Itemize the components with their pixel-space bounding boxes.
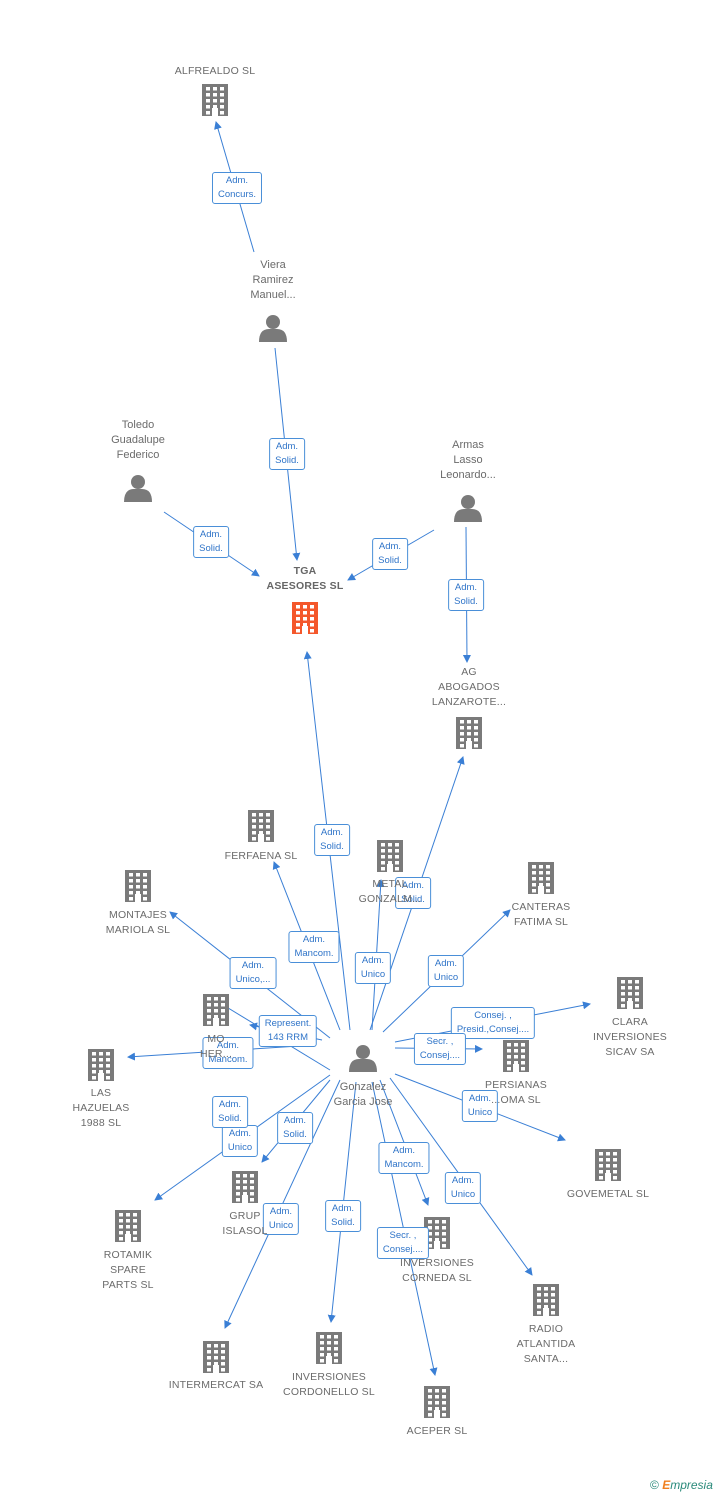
node-label-toledo[interactable]: Toledo Guadalupe Federico	[111, 419, 165, 461]
building-icon[interactable]	[456, 717, 482, 749]
node-label-radio[interactable]: RADIO ATLANTIDA SANTA...	[516, 1323, 576, 1365]
node-label-corneda[interactable]: INVERSIONES CORNEDA SL	[400, 1257, 474, 1284]
node-label-mo[interactable]: MO HER...	[199, 1033, 233, 1060]
edge-label-gonzalez-montajes[interactable]: Adm. Unico,...	[229, 957, 277, 989]
edge-label-gonzalez-canteras[interactable]: Adm. Unico	[427, 955, 465, 987]
person-icon[interactable]	[259, 315, 287, 342]
edge-label-gonzalez-las[interactable]: Adm. Solid.	[212, 1096, 248, 1128]
building-icon[interactable]	[595, 1149, 621, 1181]
node-label-rotamik[interactable]: ROTAMIK SPARE PARTS SL	[102, 1249, 154, 1291]
node-label-ferfaena[interactable]: FERFAENA SL	[224, 850, 298, 862]
edge-label-gonzalez-persianas[interactable]: Secr. , Consej....	[413, 1033, 467, 1065]
building-icon[interactable]	[533, 1284, 559, 1316]
building-icon[interactable]	[202, 84, 228, 116]
brand-initial: E	[662, 1478, 671, 1492]
node-label-persianas[interactable]: PERSIANAS ...OMA SL	[485, 1079, 547, 1106]
node-label-armas[interactable]: Armas Lasso Leonardo...	[440, 439, 496, 481]
building-icon[interactable]	[115, 1210, 141, 1242]
node-label-grup[interactable]: GRUP ISLASOL	[222, 1210, 268, 1237]
node-label-canteras[interactable]: CANTERAS FATIMA SL	[511, 901, 571, 928]
node-label-ag[interactable]: AG ABOGADOS LANZAROTE...	[431, 666, 507, 708]
node-label-cordonello[interactable]: INVERSIONES CORDONELLO SL	[283, 1371, 375, 1398]
building-icon[interactable]	[232, 1171, 258, 1203]
building-icon[interactable]	[203, 994, 229, 1026]
edge-label-armas-ag[interactable]: Adm. Solid.	[448, 579, 484, 611]
brand-footer: © Empresia	[650, 1478, 713, 1492]
building-icon[interactable]	[424, 1386, 450, 1418]
node-label-clara[interactable]: CLARA INVERSIONES SICAV SA	[593, 1016, 667, 1058]
node-label-aceper[interactable]: ACEPER SL	[406, 1425, 468, 1437]
node-label-viera[interactable]: Viera Ramirez Manuel...	[250, 259, 296, 301]
edge-label-viera-alfrealdo[interactable]: Adm. Concurs.	[211, 172, 263, 204]
person-icon[interactable]	[349, 1045, 377, 1072]
building-icon[interactable]	[292, 602, 318, 634]
node-label-alfrealdo[interactable]: ALFREALDO SL	[174, 65, 256, 77]
edge-label-gonzalez-cordonello[interactable]: Adm. Solid.	[325, 1200, 361, 1232]
node-label-gonzalez[interactable]: Gonzalez Garcia Jose	[333, 1081, 393, 1108]
edge-label-gonzalez-tga[interactable]: Adm. Solid.	[314, 824, 350, 856]
edge-label-gonzalez-grup[interactable]: Adm. Solid.	[277, 1112, 313, 1144]
node-label-las[interactable]: LAS HAZUELAS 1988 SL	[72, 1087, 130, 1129]
node-label-montajes[interactable]: MONTAJES MARIOLA SL	[105, 909, 171, 936]
building-icon[interactable]	[203, 1341, 229, 1373]
edge-label-gonzalez-govemetal[interactable]: Adm. Unico	[461, 1090, 499, 1122]
person-icon[interactable]	[454, 495, 482, 522]
node-label-intermercat[interactable]: INTERMERCAT SA	[168, 1379, 264, 1391]
edge-label-armas-tga[interactable]: Adm. Solid.	[372, 538, 408, 570]
edge-label-gonzalez-corneda[interactable]: Adm. Mancom.	[378, 1142, 430, 1174]
building-icon[interactable]	[125, 870, 151, 902]
person-icon[interactable]	[124, 475, 152, 502]
copyright-symbol: ©	[650, 1478, 659, 1492]
edge-label-gonzalez-aceper[interactable]: Secr. , Consej....	[376, 1227, 430, 1259]
building-icon[interactable]	[503, 1040, 529, 1072]
node-label-metal[interactable]: METAL GONZALM...	[358, 878, 422, 905]
building-icon[interactable]	[377, 840, 403, 872]
edge-label-gonzalez-ag[interactable]: Adm. Solid.	[395, 877, 431, 909]
edge-label-gonzalez-rotamik[interactable]: Adm. Unico	[221, 1125, 259, 1157]
building-icon[interactable]	[316, 1332, 342, 1364]
building-icon[interactable]	[248, 810, 274, 842]
edge-label-gonzalez-metal[interactable]: Adm. Unico	[354, 952, 392, 984]
edge-label-viera-tga[interactable]: Adm. Solid.	[269, 438, 305, 470]
edge-label-gonzalez-ferfaena[interactable]: Adm. Mancom.	[288, 931, 340, 963]
building-icon[interactable]	[528, 862, 554, 894]
edge-label-toledo-tga[interactable]: Adm. Solid.	[193, 526, 229, 558]
brand-name: mpresia	[670, 1478, 713, 1492]
edge-label-gonzalez-mo[interactable]: Represent. 143 RRM	[258, 1015, 318, 1047]
building-icon[interactable]	[88, 1049, 114, 1081]
edge-label-gonzalez-intermercat[interactable]: Adm. Unico	[262, 1203, 300, 1235]
building-icon[interactable]	[424, 1217, 450, 1249]
edge-label-gonzalez-radio[interactable]: Adm. Unico	[444, 1172, 482, 1204]
node-label-tga[interactable]: TGA ASESORES SL	[266, 565, 344, 592]
node-label-govemetal[interactable]: GOVEMETAL SL	[566, 1188, 650, 1200]
building-icon[interactable]	[617, 977, 643, 1009]
edge-label-gonzalez-las[interactable]: Adm. Mancom.	[202, 1037, 254, 1069]
